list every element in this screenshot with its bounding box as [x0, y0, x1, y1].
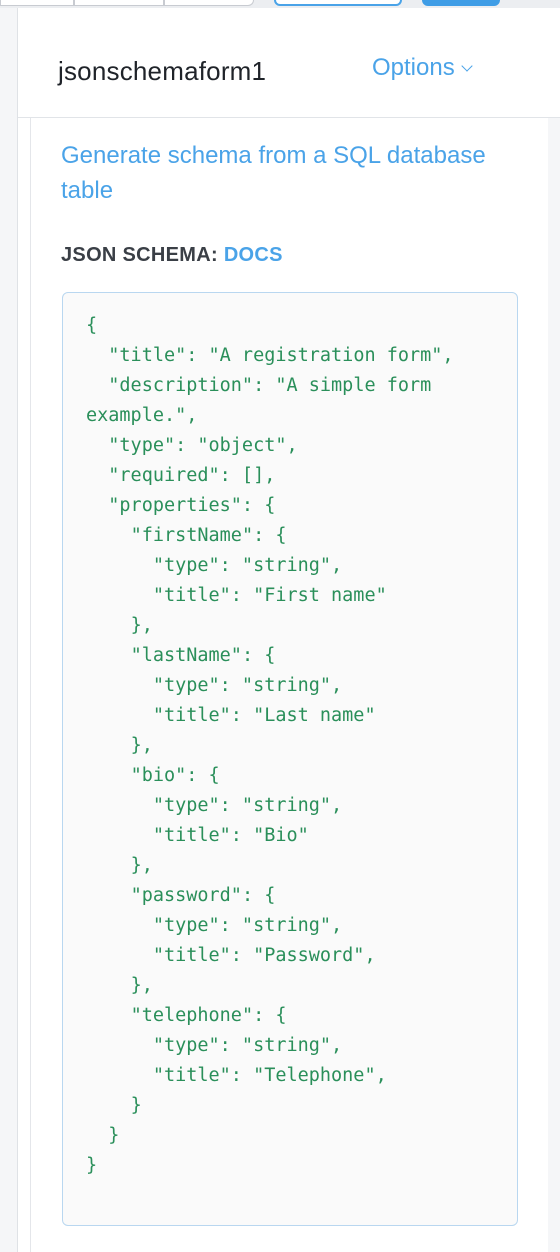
docs-link[interactable]: DOCS — [223, 244, 283, 266]
json-schema-label: JSON SCHEMA: DOCS — [61, 244, 283, 267]
json-schema-code[interactable]: { "title": "A registration form", "descr… — [86, 315, 454, 1176]
toolbar-outline-button[interactable] — [274, 0, 402, 6]
toolbar-tab-3[interactable] — [164, 0, 254, 6]
top-toolbar-strip — [0, 0, 560, 8]
component-name[interactable]: jsonschemaform1 — [58, 56, 267, 86]
chevron-down-icon — [461, 60, 473, 72]
left-rail — [0, 8, 18, 1252]
toolbar-tab-1[interactable] — [0, 0, 74, 6]
options-label: Options — [372, 54, 455, 81]
generate-schema-link[interactable]: Generate schema from a SQL database tabl… — [61, 142, 486, 204]
schema-section: Generate schema from a SQL database tabl… — [30, 118, 548, 1252]
toolbar-primary-button[interactable] — [422, 0, 500, 6]
toolbar-tab-2[interactable] — [74, 0, 164, 6]
json-schema-label-text: JSON SCHEMA: — [61, 244, 218, 266]
panel-header: jsonschemaform1 Options — [18, 28, 560, 118]
inspector-panel: jsonschemaform1 Options Generate schema … — [18, 8, 560, 1252]
json-schema-editor[interactable]: { "title": "A registration form", "descr… — [62, 292, 518, 1226]
panel-body: Generate schema from a SQL database tabl… — [30, 118, 560, 1252]
options-dropdown-button[interactable]: Options — [372, 54, 473, 82]
